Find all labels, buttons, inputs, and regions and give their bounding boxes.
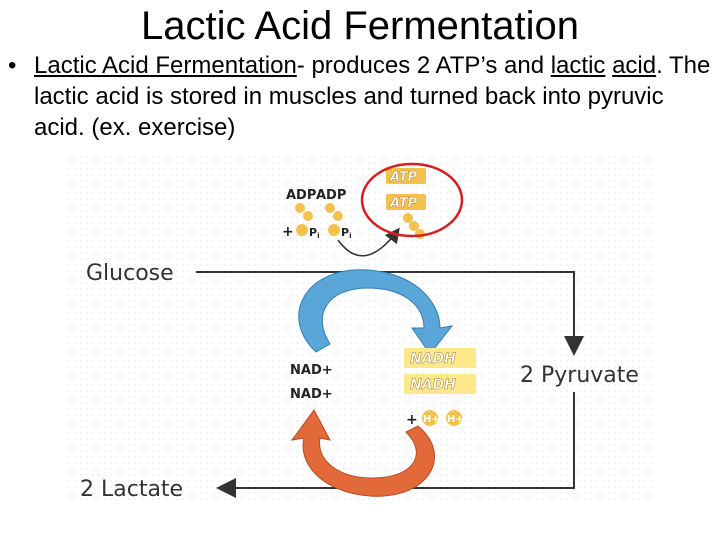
lactic-underlined: lactic [550,52,606,79]
slide-title: Lactic Acid Fermentation [141,4,579,48]
adp-label-1: ADP [286,188,316,203]
phosphate-dot [295,203,305,213]
atp-badge-2 [386,194,426,210]
bullet-marker: • [8,52,17,79]
phosphate-dot [409,221,419,231]
bullet-text: Lactic Acid Fermentation- produces 2 ATP… [34,50,714,143]
atp-label-1: ATP [389,170,418,185]
phosphate-dot [303,211,313,221]
glucose-to-pyruvate-arrow [196,271,584,356]
bullet-text-part-1: - produces 2 ATP’s and [296,52,551,79]
plus-sign: + [282,224,294,240]
lactate-label: 2 Lactate [80,477,183,502]
atp-badge-1 [386,168,426,184]
pi-circle [296,224,308,236]
h-ion-label-1: H+ [423,414,440,425]
nad-to-nadh-blue-arrow [298,269,454,355]
nadh-to-nad-orange-arrow [290,409,435,497]
phosphate-dot [325,203,335,213]
bullet-text-part-2: . The lactic acid is stored in muscles a… [34,52,711,141]
fermentation-diagram: ADP ADP + Pi Pi ATP ATP Glucose 2 Pyruva… [68,156,654,502]
atp-label-2: ATP [389,196,418,211]
nad-label-2: NAD+ [290,387,333,402]
adp-to-atp-arrow [337,227,400,257]
phosphate-dot [403,213,413,223]
pi-circle [328,224,340,236]
plus-sign-h: + [406,412,418,428]
pi-label-2: Pi [341,226,351,240]
atp-highlight-circle [360,162,464,238]
nadh-label-1: NADH [410,351,456,367]
pyruvate-label: 2 Pyruvate [520,363,639,388]
h-ion-circle [446,410,462,426]
term-underlined: Lactic Acid Fermentation [34,52,297,79]
nadh-highlight-2 [404,374,476,394]
glucose-label: Glucose [86,261,174,286]
adp-label-2: ADP [316,188,346,203]
phosphate-dot [333,211,343,221]
acid-underlined: acid [612,52,657,79]
dotted-background [68,156,654,502]
h-ion-label-2: H+ [447,414,464,425]
nadh-label-2: NADH [410,377,456,393]
nadh-highlight-1 [404,348,476,368]
h-ion-circle [422,410,438,426]
pi-label-1: Pi [309,226,319,240]
nad-label-1: NAD+ [290,363,333,378]
